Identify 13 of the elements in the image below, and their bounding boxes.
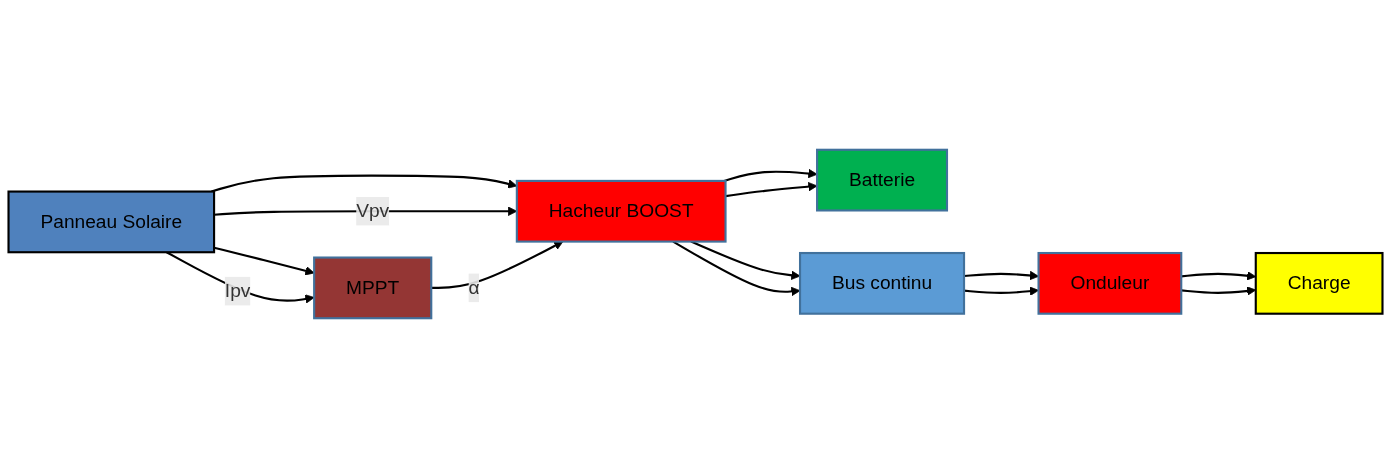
node-box: Panneau Solaire [7,190,216,254]
node-box: Onduleur [1037,251,1183,315]
arrow [725,182,818,198]
node-box: MPPT [313,256,433,320]
edge-label: Ipv [224,279,251,302]
node-box: Hacheur BOOST [515,179,727,243]
node-box: Batterie [816,148,949,212]
edge-label: Vpv [356,200,390,222]
arrow [431,241,564,289]
node-box: Bus continu [798,251,966,315]
edge-label: α [468,276,480,298]
arrow [723,168,818,182]
node-box: Charge [1254,251,1384,315]
